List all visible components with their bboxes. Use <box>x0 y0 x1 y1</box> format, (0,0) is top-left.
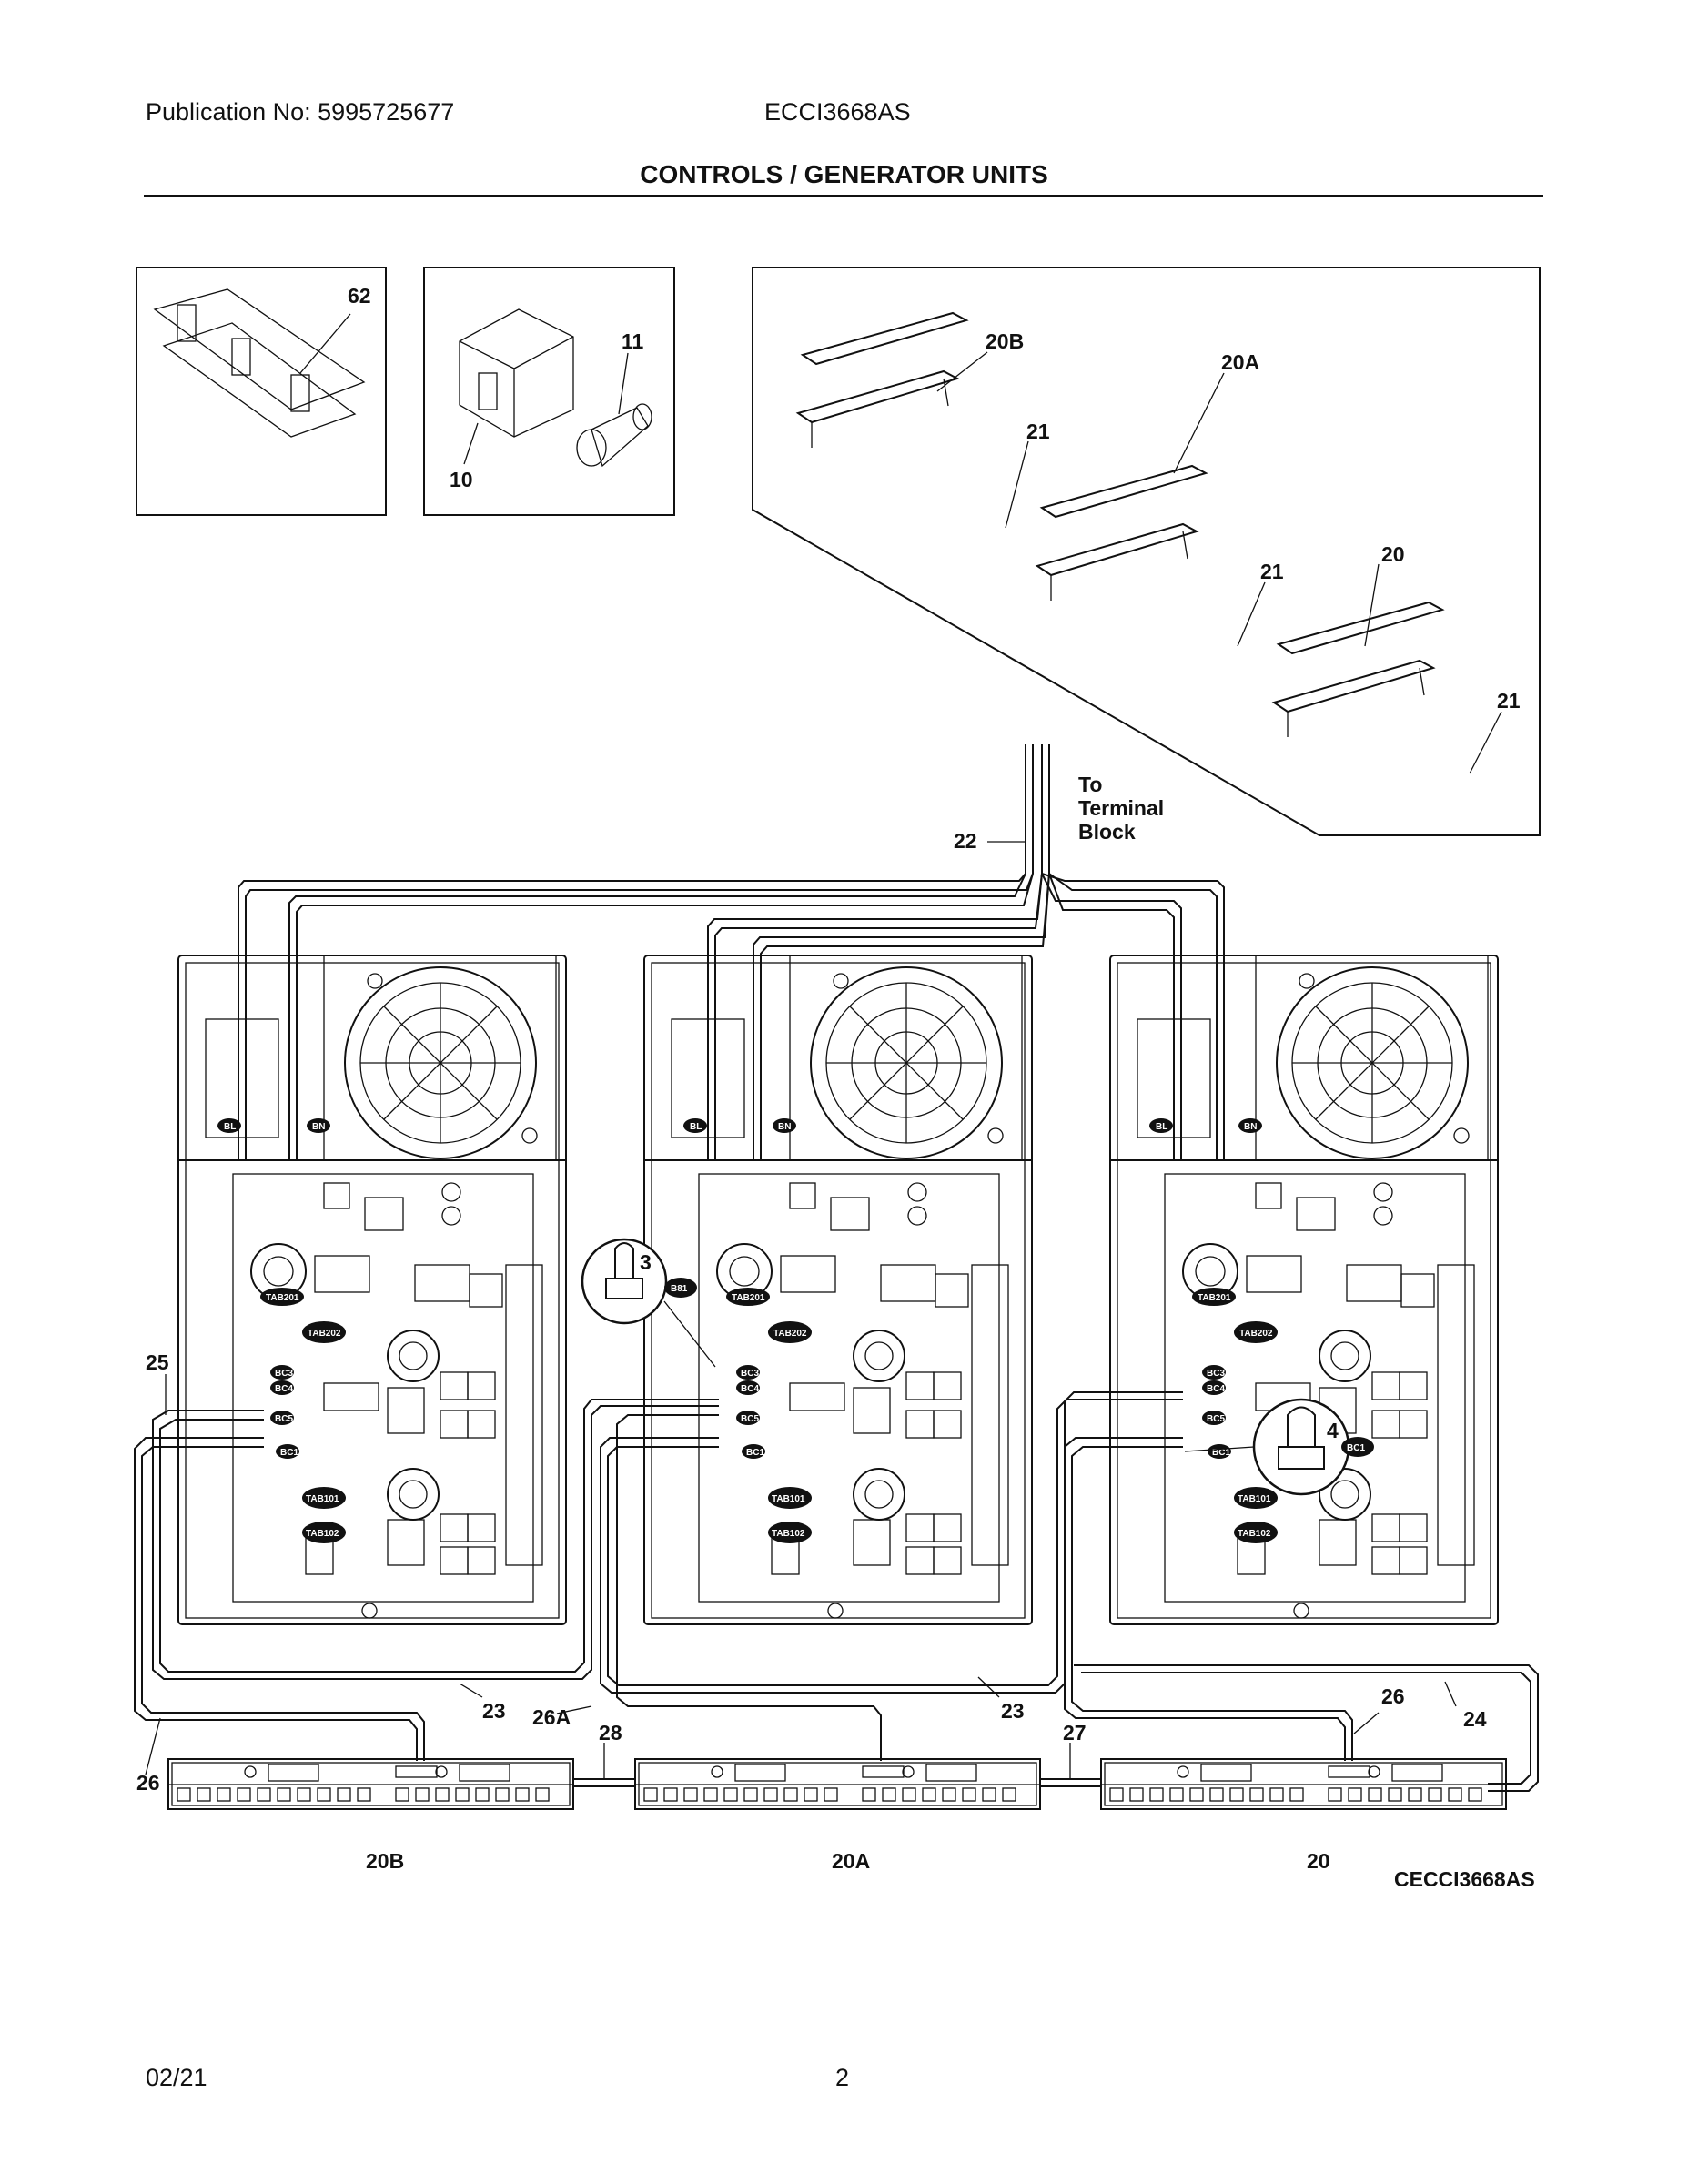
svg-text:TAB202: TAB202 <box>773 1329 807 1339</box>
svg-text:BC3: BC3 <box>741 1369 759 1379</box>
svg-text:BL: BL <box>1156 1122 1167 1132</box>
footer-date: 02/21 <box>146 2064 207 2091</box>
svg-text:TAB202: TAB202 <box>308 1329 341 1339</box>
svg-text:BN: BN <box>312 1122 325 1132</box>
control-board-strip-20a <box>1036 465 1207 602</box>
svg-text:TAB102: TAB102 <box>772 1529 805 1539</box>
svg-text:BL: BL <box>224 1122 236 1132</box>
model-number: ECCI3668AS <box>764 98 911 126</box>
callout-22: 22 <box>954 829 977 853</box>
svg-text:BC5: BC5 <box>275 1414 293 1424</box>
svg-text:TAB102: TAB102 <box>306 1529 339 1539</box>
connector-detail-3: B81 <box>581 1238 716 1368</box>
board-tags-center: BL BN TAB201 TAB202 BC3 BC4 BC5 BC1 TAB1… <box>690 1122 807 1539</box>
publication-number: Publication No: 5995725677 <box>146 98 455 126</box>
svg-text:TAB102: TAB102 <box>1238 1529 1271 1539</box>
svg-text:BL: BL <box>690 1122 702 1132</box>
callout-26-a: 26 <box>1381 1684 1405 1708</box>
svg-text:TAB101: TAB101 <box>306 1494 339 1504</box>
control-board-20a <box>634 1758 1041 1810</box>
svg-text:TAB101: TAB101 <box>1238 1494 1271 1504</box>
svg-text:BC1: BC1 <box>1347 1443 1365 1453</box>
callout-20-top: 20 <box>1381 542 1405 566</box>
callout-27: 27 <box>1063 1721 1087 1744</box>
callout-10: 10 <box>450 468 473 491</box>
svg-text:BN: BN <box>778 1122 791 1132</box>
callout-20b-top: 20B <box>986 329 1024 353</box>
callout-25: 25 <box>146 1350 169 1374</box>
callout-21-c: 21 <box>1497 689 1521 713</box>
generator-unit-right <box>1109 955 1499 1625</box>
svg-text:TAB101: TAB101 <box>772 1494 805 1504</box>
callout-21-a: 21 <box>1026 420 1050 443</box>
svg-text:BC4: BC4 <box>741 1384 759 1394</box>
wiring-harness-22 <box>238 744 1225 1160</box>
svg-text:BC3: BC3 <box>1207 1369 1225 1379</box>
svg-text:TAB201: TAB201 <box>266 1293 299 1303</box>
to-terminal-label-3: Block <box>1078 820 1136 844</box>
control-board-strip-20 <box>1273 602 1443 738</box>
callout-21-b: 21 <box>1260 560 1284 583</box>
svg-text:BC5: BC5 <box>741 1414 759 1424</box>
svg-text:BC5: BC5 <box>1207 1414 1225 1424</box>
callout-11: 11 <box>622 329 644 353</box>
choke-box <box>423 267 675 516</box>
control-board-20b <box>167 1758 574 1810</box>
svg-text:BC4: BC4 <box>275 1384 293 1394</box>
callout-23-b: 23 <box>1001 1699 1025 1723</box>
callout-24: 24 <box>1463 1707 1487 1731</box>
page-title: CONTROLS / GENERATOR UNITS <box>640 160 1048 188</box>
control-board-strip-20b <box>797 312 967 449</box>
callout-20a-bottom: 20A <box>832 1849 870 1873</box>
to-terminal-label-2: Terminal <box>1078 796 1164 820</box>
svg-text:TAB201: TAB201 <box>1198 1293 1231 1303</box>
svg-text:BC3: BC3 <box>275 1369 293 1379</box>
svg-text:TAB202: TAB202 <box>1239 1329 1273 1339</box>
board-tags-right: BL BN TAB201 TAB202 BC3 BC4 BC5 BC1 TAB1… <box>1156 1122 1273 1539</box>
bracket-box <box>136 267 387 516</box>
callout-3: 3 <box>640 1250 652 1274</box>
to-terminal-label-1: To <box>1078 773 1102 796</box>
svg-text:BC1: BC1 <box>1212 1448 1230 1458</box>
terminal-bracket-drawing <box>153 288 366 438</box>
svg-text:B81: B81 <box>671 1284 688 1294</box>
control-board-20 <box>1100 1758 1507 1810</box>
callout-28: 28 <box>599 1721 622 1744</box>
page-number: 2 <box>835 2064 850 2091</box>
header-rule <box>144 195 1543 197</box>
connector-detail-4: BC1 <box>1184 1398 1374 1496</box>
svg-text:BC4: BC4 <box>1207 1384 1225 1394</box>
callout-20b-bottom: 20B <box>366 1849 404 1873</box>
svg-text:TAB201: TAB201 <box>732 1293 765 1303</box>
bottom-wiring <box>134 1374 1539 1792</box>
callout-26a: 26A <box>532 1705 571 1729</box>
generator-unit-left <box>177 955 567 1625</box>
control-boards-box <box>752 267 1541 836</box>
ferrite-core-drawing <box>459 308 652 468</box>
generator-unit-center <box>643 955 1033 1625</box>
callout-23-a: 23 <box>482 1699 506 1723</box>
svg-text:BC1: BC1 <box>746 1448 764 1458</box>
board-tags-left: BL BN TAB201 TAB202 BC3 BC4 BC5 BC1 TAB1… <box>224 1122 341 1539</box>
callout-20a-top: 20A <box>1221 350 1259 374</box>
callout-4: 4 <box>1327 1419 1339 1442</box>
callout-62: 62 <box>348 284 371 308</box>
diagram-code: CECCI3668AS <box>1394 1867 1535 1891</box>
svg-text:BN: BN <box>1244 1122 1257 1132</box>
svg-text:BC1: BC1 <box>280 1448 298 1458</box>
callout-20-bottom: 20 <box>1307 1849 1330 1873</box>
callout-26-b: 26 <box>136 1771 160 1795</box>
